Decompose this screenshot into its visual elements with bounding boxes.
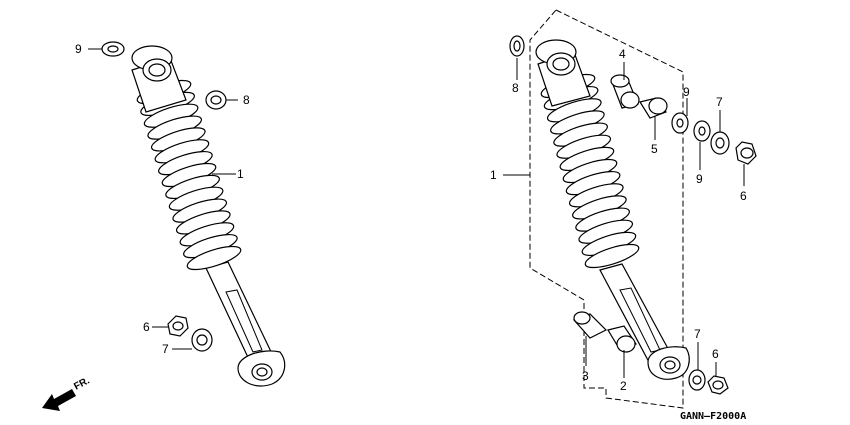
front-direction-indicator: FR. [42, 375, 92, 411]
assembly-boundary [529, 9, 684, 409]
callout-4: 4 [619, 47, 626, 61]
callout-9-left: 9 [75, 42, 82, 56]
cap-nut-6a [735, 141, 757, 165]
callout-6a: 6 [740, 189, 747, 203]
callout-1-right: 1 [490, 168, 497, 182]
callout-8-left: 8 [243, 93, 250, 107]
callout-1-left: 1 [237, 167, 244, 181]
spring-coil [186, 245, 242, 271]
callout-8-right: 8 [512, 81, 519, 95]
callout-6b: 6 [712, 347, 719, 361]
callout-9b: 9 [696, 172, 703, 186]
callout-9a: 9 [683, 85, 690, 99]
callout-5: 5 [651, 142, 658, 156]
front-label: FR. [72, 375, 92, 392]
bushing-4 [610, 74, 640, 109]
collar-5 [639, 97, 668, 119]
left-shock-absorber [131, 45, 286, 387]
nut-6b [707, 375, 729, 395]
arrow-icon [42, 389, 76, 411]
washer-9b [693, 120, 711, 142]
washer-7b [688, 369, 706, 391]
washer-7a [710, 131, 730, 155]
right-shock-absorber [535, 39, 690, 380]
diagram-code: GANN–F2000A [680, 411, 746, 422]
collar-3 [572, 311, 608, 339]
callout-7-left: 7 [162, 342, 169, 356]
callout-6-left: 6 [143, 320, 150, 334]
callout-2: 2 [620, 379, 627, 393]
washer-9-left [101, 41, 125, 57]
washer-8-left [205, 90, 227, 110]
bushing-2 [607, 325, 637, 353]
nut-6-left [167, 315, 189, 337]
callout-3: 3 [582, 369, 589, 383]
washer-8-right [509, 35, 525, 57]
washer-9a [671, 112, 689, 134]
callout-7b: 7 [694, 327, 701, 341]
spring-coil [584, 243, 640, 269]
washer-7-left [191, 328, 213, 352]
callout-7a: 7 [716, 95, 723, 109]
